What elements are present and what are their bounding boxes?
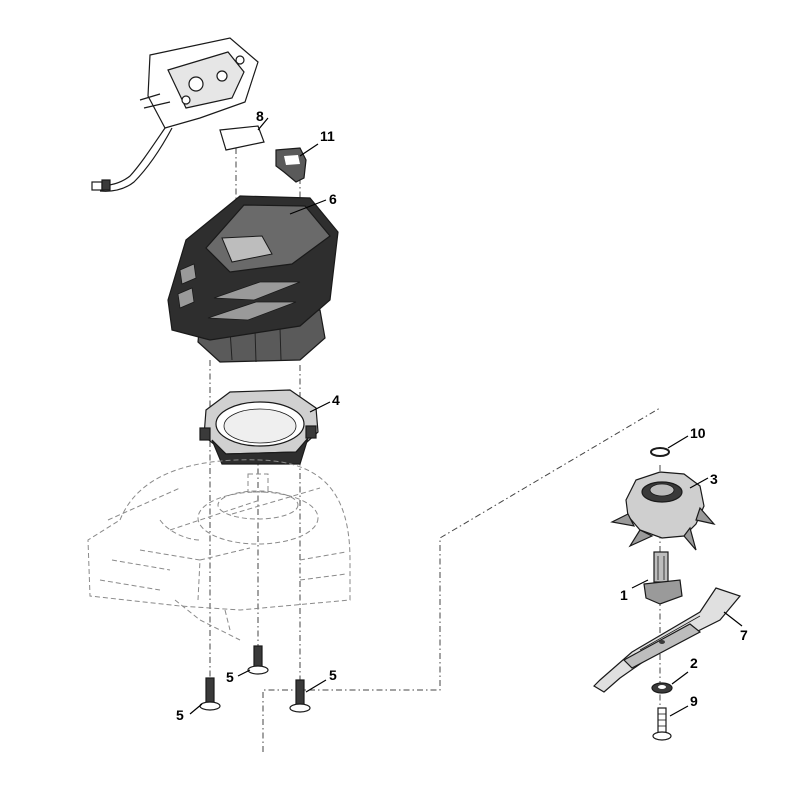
callout-1: 1 — [620, 587, 628, 603]
callout-5c: 5 — [329, 667, 337, 683]
part-3-fan: 3 — [610, 471, 718, 551]
callout-10: 10 — [690, 425, 706, 441]
callout-2: 2 — [690, 655, 698, 671]
part-5-bolt-a: 5 — [176, 677, 221, 723]
callout-3: 3 — [710, 471, 718, 487]
part-6-cover: 6 — [167, 191, 339, 363]
part-2-washer: 2 — [651, 655, 698, 694]
callout-11: 11 — [320, 128, 335, 144]
part-7-blade: 7 — [593, 587, 748, 693]
callout-4: 4 — [332, 392, 340, 408]
part-5-bolt-c: 5 — [289, 667, 337, 713]
part-1-blade-adapter: 1 — [620, 551, 683, 605]
control-panel — [91, 37, 259, 192]
part-11-key: 11 — [275, 128, 335, 183]
callout-8: 8 — [256, 108, 264, 124]
part-8-window: 8 — [219, 108, 269, 151]
callout-6: 6 — [329, 191, 337, 207]
part-10-retaining-ring: 10 — [650, 425, 706, 457]
part-9-blade-bolt: 9 — [652, 693, 698, 741]
callout-7: 7 — [740, 627, 748, 643]
callout-9: 9 — [690, 693, 698, 709]
part-5-bolt-b: 5 — [226, 645, 269, 685]
part-4-mount-ring: 4 — [199, 389, 340, 465]
callout-5a: 5 — [176, 707, 184, 723]
mower-deck-outline — [87, 459, 351, 641]
callout-5b: 5 — [226, 669, 234, 685]
